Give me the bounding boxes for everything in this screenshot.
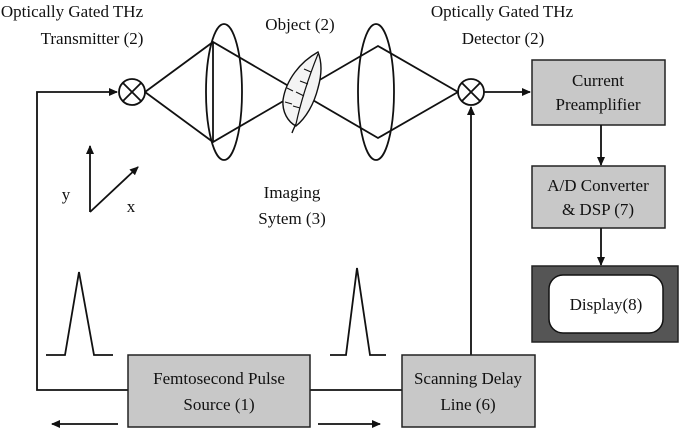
transmitter-label-line1: Optically Gated THz (1, 2, 144, 21)
xy-axes-icon (86, 145, 139, 213)
preamplifier-box (531, 59, 666, 126)
imaging-system-label-line2: Sytem (3) (258, 209, 326, 228)
pulse-icon (46, 271, 113, 356)
imaging-system-label-line1: Imaging (264, 183, 321, 202)
delay-label-line1: Scanning Delay (414, 369, 523, 388)
transmitter-label-line2: Transmitter (2) (41, 29, 144, 48)
axis-y-label: y (62, 185, 71, 204)
detector-label-line2: Detector (2) (462, 29, 545, 48)
preamplifier-label-line1: Current (572, 71, 624, 90)
display-label: Display(8) (570, 295, 643, 314)
adc-dsp-box (531, 165, 666, 229)
mixer-transmitter-icon (118, 78, 146, 106)
lens-right (357, 23, 395, 161)
detector-label-line1: Optically Gated THz (431, 2, 574, 21)
scanning-delay-box (401, 354, 536, 428)
source-to-transmitter-line (36, 88, 128, 391)
source-label-line1: Femtosecond Pulse (153, 369, 285, 388)
leaf-object-icon (282, 51, 322, 134)
mixer-detector-icon (457, 78, 485, 106)
femtosecond-source-box (127, 354, 311, 428)
display-box (531, 265, 679, 343)
source-label-line2: Source (1) (183, 395, 254, 414)
object-label: Object (2) (265, 15, 334, 34)
adc-label-line2: & DSP (7) (562, 200, 634, 219)
delay-label-line2: Line (6) (440, 395, 495, 414)
pulse-icon (330, 267, 386, 356)
preamplifier-label-line2: Preamplifier (556, 95, 641, 114)
lens-left (205, 23, 243, 161)
adc-label-line1: A/D Converter (547, 176, 649, 195)
axis-x-label: x (127, 197, 136, 216)
